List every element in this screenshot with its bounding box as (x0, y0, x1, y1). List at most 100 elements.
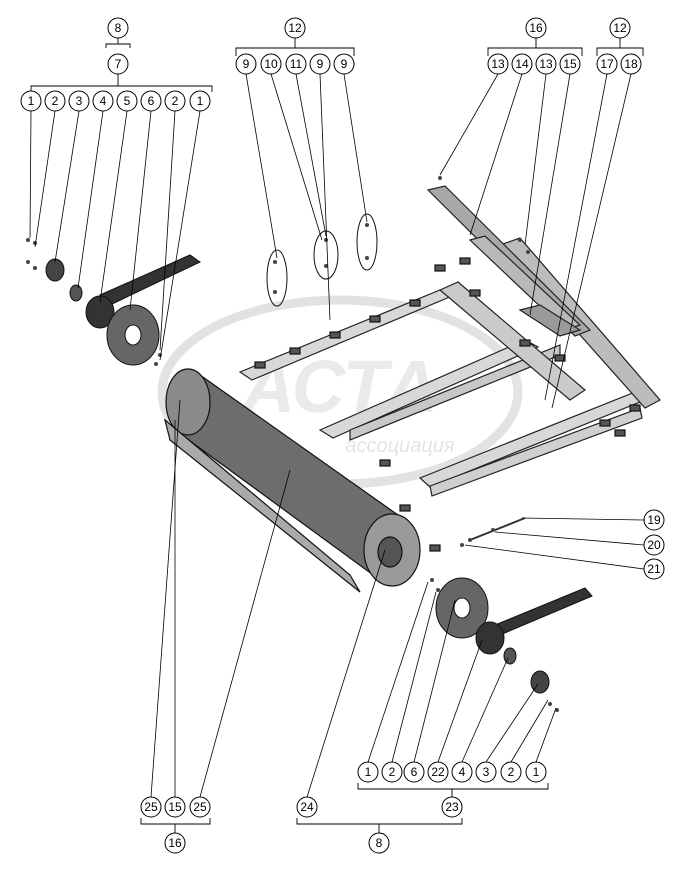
leader-bottom-left-2 (199, 469, 291, 798)
callout-top-right1-part-0: 13 (487, 53, 509, 75)
bracket-bottom-right (357, 783, 549, 790)
callout-top-left-group: 8 (107, 17, 129, 39)
callout-bottom-right-part-6-label: 2 (508, 765, 515, 779)
bracket-bottom-mid (296, 818, 463, 825)
roller-left-end (165, 368, 211, 436)
callout-top-mid-part-2: 11 (285, 53, 307, 75)
callout-top-right2-group-label: 12 (613, 21, 627, 35)
callout-bottom-right-part-2-label: 6 (411, 765, 418, 779)
frame-bar-5 (429, 407, 643, 497)
leader-top-mid-0 (245, 73, 278, 259)
callout-top-left-part-0-label: 1 (28, 94, 35, 108)
callout-top-left-part-2-label: 3 (76, 94, 83, 108)
conveyor-frame (238, 185, 661, 552)
roller-hub (377, 536, 403, 568)
callout-top-left-part-7: 1 (189, 90, 211, 112)
callout-right-side-2: 21 (643, 558, 665, 580)
callout-bottom-left-part-2-label: 25 (193, 800, 207, 814)
right-exploded-parts (435, 517, 593, 694)
callout-top-right1-part-1-label: 14 (515, 57, 529, 71)
callout-top-right1-part-2-label: 13 (539, 57, 553, 71)
callout-top-mid-part-3: 9 (309, 53, 331, 75)
leader-top-left-4 (99, 110, 128, 303)
callout-top-mid-part-4: 9 (333, 53, 355, 75)
shield-plate (163, 418, 361, 593)
left-arm (99, 254, 201, 306)
leader-bottom-right-4 (461, 657, 509, 763)
callout-top-right2-group: 12 (609, 17, 631, 39)
leader-bottom-right-7 (535, 707, 557, 763)
callout-top-right1-part-3: 15 (559, 53, 581, 75)
callout-top-left-part-5: 6 (140, 90, 162, 112)
callout-bottom-right-part-4: 4 (451, 761, 473, 783)
leader-bottom-mid (306, 549, 386, 798)
bracket-bottom-left (140, 818, 211, 825)
leader-top-left-1 (34, 110, 56, 248)
callout-bottom-left-part-0: 25 (140, 796, 162, 818)
leader-top-mid-1 (270, 73, 323, 241)
callout-top-left-part-3: 4 (92, 90, 114, 112)
callout-top-mid-part-4-label: 9 (341, 57, 348, 71)
callout-top-mid-part-1: 10 (260, 53, 282, 75)
right-bearing-housing (530, 670, 550, 694)
callout-top-left-part-1: 2 (44, 90, 66, 112)
callout-top-right1-part-3-label: 15 (563, 57, 577, 71)
callout-bottom-right-part-3-label: 22 (431, 765, 445, 779)
leader-top-right2-1 (551, 73, 632, 409)
callout-bottom-right-part-7: 1 (525, 761, 547, 783)
leader-bottom-right-0 (367, 581, 429, 763)
callout-bottom-mid-part-label: 24 (300, 800, 314, 814)
leader-top-right1-1 (469, 73, 523, 236)
left-bearing-housing (45, 258, 65, 282)
callout-right-side-0: 19 (643, 509, 665, 531)
callout-bottom-right-part-5: 3 (475, 761, 497, 783)
callout-top-left-part-0: 1 (20, 90, 42, 112)
callout-top-right2-part-1-label: 18 (624, 57, 638, 71)
leader-top-right1-2 (524, 73, 547, 246)
bracket-top-left-parts (30, 85, 213, 92)
detail-rings (266, 213, 378, 307)
callout-bottom-right-part-2: 6 (403, 761, 425, 783)
leader-bottom-right-1 (391, 591, 437, 763)
callout-bottom-right-part-0: 1 (357, 761, 379, 783)
right-flange (475, 621, 505, 655)
leader-top-right1-3 (529, 73, 571, 316)
bolt-19 (469, 517, 526, 541)
leader-bottom-right-6 (510, 699, 549, 763)
callout-top-left-part-7-label: 1 (197, 94, 204, 108)
callout-bottom-mid-group: 8 (368, 832, 390, 854)
callout-top-mid-part-1-label: 10 (264, 57, 278, 71)
leader-top-left-0 (29, 110, 32, 239)
leader-top-left-3 (77, 110, 104, 289)
leader-top-left-7 (159, 110, 201, 361)
callout-top-right1-part-1: 14 (511, 53, 533, 75)
callout-top-left-sub-label: 7 (115, 57, 122, 71)
callout-bottom-right-part-0-label: 1 (365, 765, 372, 779)
callout-bottom-right-part-1: 2 (381, 761, 403, 783)
callout-top-left-part-6: 2 (164, 90, 186, 112)
leader-bottom-right-3 (437, 639, 483, 763)
right-arm (494, 587, 593, 636)
callout-bottom-right-part-1-label: 2 (389, 765, 396, 779)
callout-top-right1-part-2: 13 (535, 53, 557, 75)
callout-top-left-sub: 7 (107, 53, 129, 75)
callout-top-left-part-1-label: 2 (52, 94, 59, 108)
callout-top-mid-part-0-label: 9 (243, 57, 250, 71)
callout-right-side-1-label: 20 (647, 538, 661, 552)
callout-top-left-part-2: 3 (68, 90, 90, 112)
callout-top-mid-part-3-label: 9 (317, 57, 324, 71)
callout-bottom-left-group-label: 16 (168, 836, 182, 850)
callout-bottom-mid-group-label: 8 (376, 836, 383, 850)
left-flange (85, 295, 115, 329)
callout-bottom-right-group-label: 23 (445, 800, 459, 814)
callout-top-left-part-4: 5 (116, 90, 138, 112)
left-bearing (69, 284, 83, 302)
callout-bottom-right-part-3: 22 (427, 761, 449, 783)
callout-bottom-right-part-6: 2 (500, 761, 522, 783)
callout-top-right2-part-0: 17 (596, 53, 618, 75)
leader-bottom-left-0 (150, 399, 181, 798)
callout-top-mid-group: 12 (284, 17, 306, 39)
leader-top-left-5 (129, 110, 152, 311)
leader-top-mid-3 (319, 73, 331, 321)
